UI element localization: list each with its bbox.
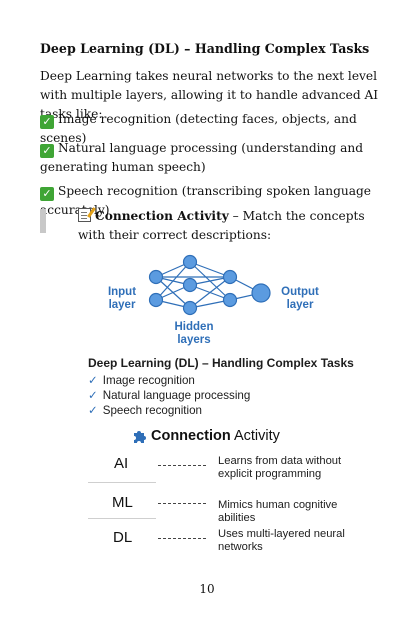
figure-list-item: ✓Image recognition bbox=[88, 373, 195, 387]
checkmark-icon: ✓ bbox=[88, 403, 98, 417]
description-3: Uses multi-layered neural networks bbox=[218, 528, 345, 553]
puzzle-icon bbox=[134, 431, 146, 443]
bullet-item: ✓Natural language processing (understand… bbox=[40, 141, 363, 174]
figure-heading: Deep Learning (DL) – Handling Complex Ta… bbox=[88, 356, 354, 370]
check-mark-icon: ✓ bbox=[40, 187, 54, 201]
connection-activity-note: Connection Activity – Match the concepts… bbox=[78, 208, 365, 242]
quote-bar bbox=[40, 209, 46, 233]
intro-paragraph: Deep Learning takes neural networks to t… bbox=[40, 69, 379, 121]
input-layer-label: Input layer bbox=[107, 286, 137, 311]
check-mark-icon: ✓ bbox=[40, 115, 54, 129]
description-1: Learns from data without explicit progra… bbox=[218, 455, 342, 480]
figure-list-item: ✓Natural language processing bbox=[88, 388, 251, 402]
hidden-layers-label: Hidden layers bbox=[174, 321, 214, 346]
page-number: 10 bbox=[199, 582, 215, 596]
memo-icon bbox=[78, 208, 91, 222]
bullet-item: ✓Speech recognition (transcribing spoken… bbox=[40, 184, 372, 217]
connection-activity-title: Connection Activity bbox=[151, 428, 280, 444]
figure-list-item: ✓Speech recognition bbox=[88, 403, 202, 417]
divider bbox=[88, 482, 156, 483]
output-layer-label: Output layer bbox=[281, 286, 319, 311]
neural-network-diagram bbox=[148, 254, 271, 316]
term-ai: AI bbox=[114, 455, 129, 472]
check-mark-icon: ✓ bbox=[40, 144, 54, 158]
term-dl: DL bbox=[113, 529, 133, 546]
bullet-item: ✓Image recognition (detecting faces, obj… bbox=[40, 112, 357, 145]
connector-line bbox=[158, 503, 206, 504]
connector-line bbox=[158, 538, 206, 539]
connector-line bbox=[158, 465, 206, 466]
term-ml: ML bbox=[112, 494, 133, 511]
divider bbox=[88, 518, 156, 519]
checkmark-icon: ✓ bbox=[88, 373, 98, 387]
checkmark-icon: ✓ bbox=[88, 388, 98, 402]
description-2: Mimics human cognitive abilities bbox=[218, 499, 338, 524]
section-heading: Deep Learning (DL) – Handling Complex Ta… bbox=[40, 41, 370, 56]
